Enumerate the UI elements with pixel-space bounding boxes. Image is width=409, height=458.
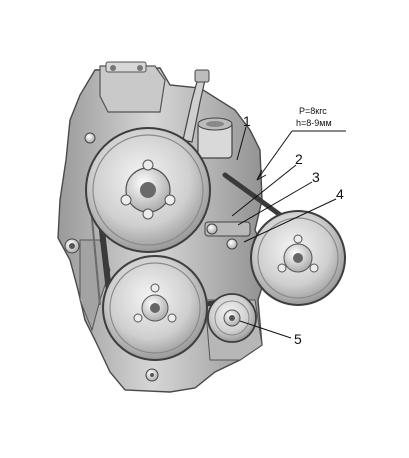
callout-5: 5 bbox=[294, 331, 302, 347]
callout-4: 4 bbox=[336, 186, 344, 202]
spec-deflection-label: h=8-9мм bbox=[296, 118, 332, 128]
small-pulley bbox=[207, 293, 257, 343]
callout-3: 3 bbox=[312, 169, 320, 185]
alternator-pulley bbox=[250, 210, 346, 306]
oil-filler-neck bbox=[197, 117, 233, 159]
tensioner-assembly bbox=[204, 221, 251, 250]
leader-lines bbox=[231, 126, 346, 339]
crankshaft-pulley bbox=[102, 255, 208, 361]
callout-1: 1 bbox=[243, 113, 251, 129]
camshaft-pulley bbox=[85, 127, 211, 253]
dipstick-tube bbox=[182, 69, 210, 143]
spec-force-label: P=8кгс bbox=[299, 106, 327, 116]
callout-2: 2 bbox=[295, 151, 303, 167]
